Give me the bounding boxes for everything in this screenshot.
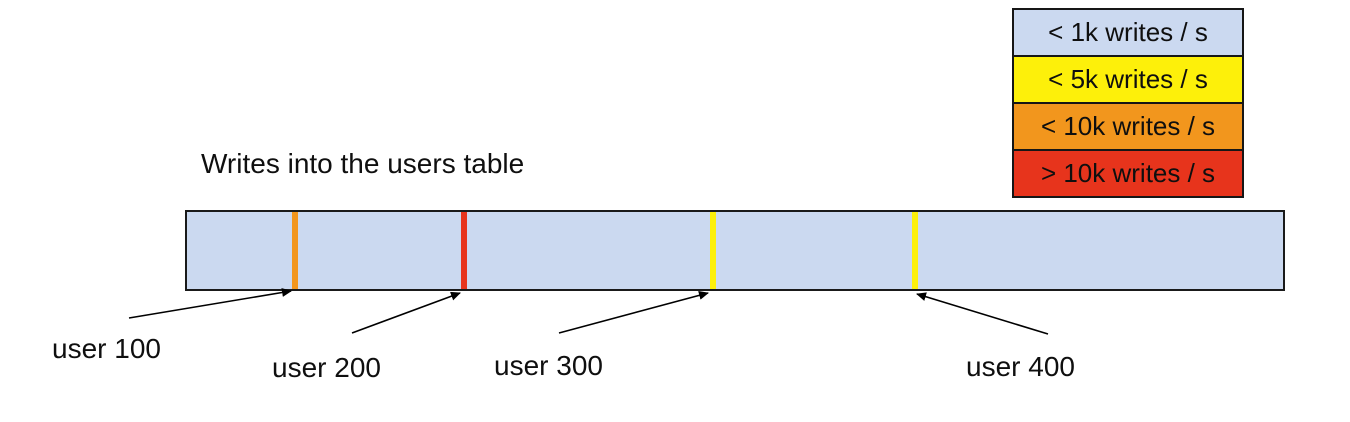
hotspot-marker-user-200 (461, 212, 467, 289)
hotspot-marker-user-400 (912, 212, 918, 289)
legend-item-lt-1k: < 1k writes / s (1012, 8, 1244, 57)
label-user-400: user 400 (966, 351, 1075, 382)
legend-item-label: < 5k writes / s (1048, 64, 1208, 94)
hotspot-marker-user-300 (710, 212, 716, 289)
legend-item-gt-10k: > 10k writes / s (1012, 149, 1244, 198)
legend-item-label: < 10k writes / s (1040, 111, 1216, 141)
users-table-bar (185, 210, 1285, 291)
diagram-title: Writes into the users table (201, 148, 525, 179)
label-user-200: user 200 (272, 352, 381, 383)
legend-item-label: < 1k writes / s (1048, 17, 1208, 47)
hotspot-marker-user-100 (292, 212, 298, 289)
label-user-300: user 300 (494, 350, 603, 381)
label-user-100: user 100 (52, 333, 161, 364)
arrow-user-100 (128, 288, 292, 319)
arrow-user-300 (558, 290, 709, 334)
legend-item-label: > 10k writes / s (1040, 158, 1216, 188)
legend: < 1k writes / s < 5k writes / s < 10k wr… (1012, 8, 1244, 198)
legend-item-lt-5k: < 5k writes / s (1012, 55, 1244, 104)
arrow-user-400 (916, 292, 1049, 335)
legend-item-lt-10k: < 10k writes / s (1012, 102, 1244, 151)
arrow-user-200 (351, 291, 461, 334)
